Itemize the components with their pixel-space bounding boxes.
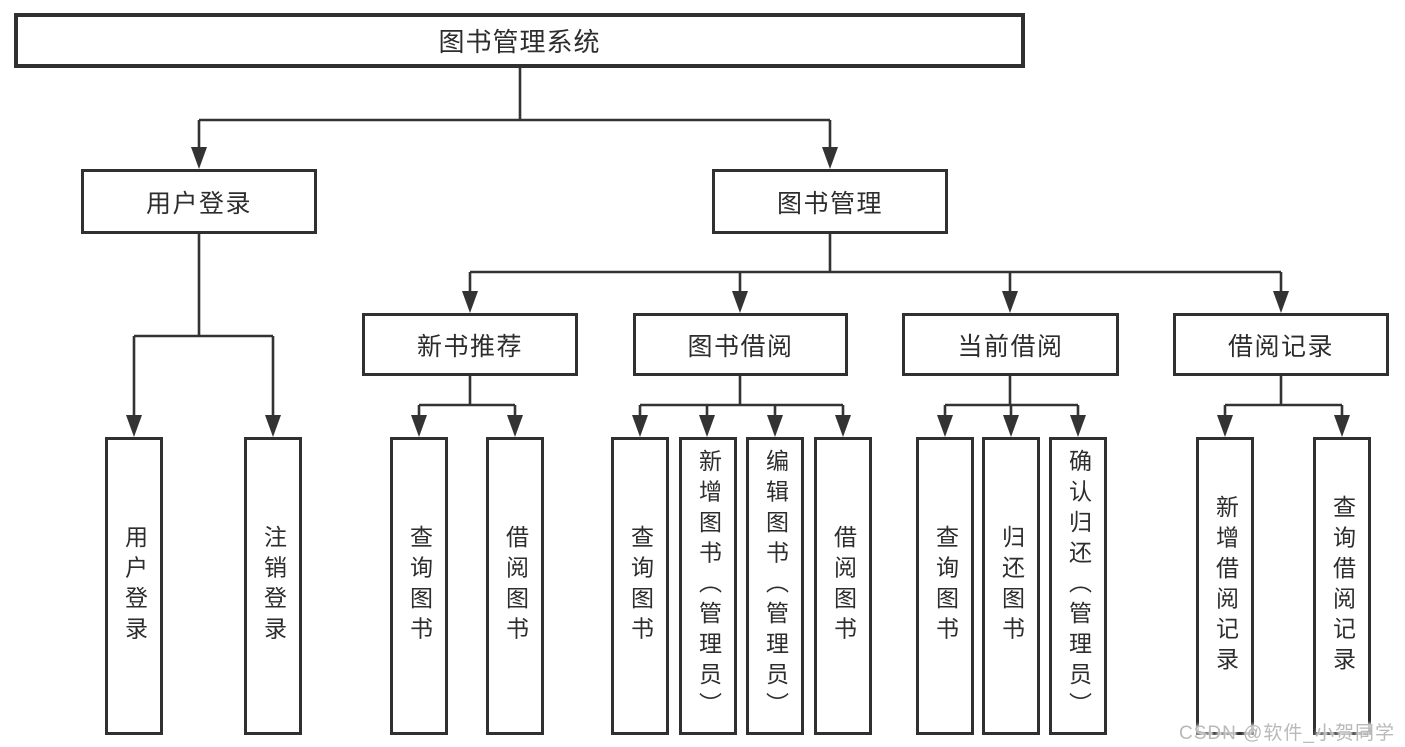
arrow-down-icon [822, 147, 838, 169]
leaf-nbr-query-books: 查询图书 [390, 437, 448, 735]
arrow-down-icon [1334, 415, 1350, 437]
leaf-label: 查询图书 [627, 525, 654, 647]
leaf-label: 确认归还（管理员） [1065, 449, 1092, 723]
leaf-label: 归还图书 [998, 525, 1025, 647]
leaf-nbr-borrow-books: 借阅图书 [486, 437, 544, 735]
arrow-down-icon [1003, 415, 1019, 437]
leaf-br-query-record: 查询借阅记录 [1313, 437, 1371, 735]
arrow-down-icon [411, 415, 427, 437]
arrow-down-icon [1002, 291, 1018, 313]
arrow-down-icon [265, 415, 281, 437]
leaf-bb-add-book-admin: 新增图书（管理员） [679, 437, 737, 735]
leaf-label: 借阅图书 [502, 525, 529, 647]
arrow-down-icon [1273, 291, 1289, 313]
node-new-book-recommend: 新书推荐 [362, 313, 578, 376]
connector-paths [132, 68, 1344, 420]
arrow-down-icon [632, 415, 648, 437]
leaf-label: 编辑图书（管理员） [762, 449, 789, 723]
arrow-down-icon [191, 147, 207, 169]
leaf-label: 查询图书 [406, 525, 433, 647]
leaf-cb-return-books: 归还图书 [982, 437, 1040, 735]
leaf-label: 查询图书 [932, 525, 959, 647]
leaf-label: 借阅图书 [830, 525, 857, 647]
arrow-down-icon [507, 415, 523, 437]
leaf-label: 用户登录 [121, 525, 148, 647]
arrow-down-icon [767, 415, 783, 437]
leaf-label: 查询借阅记录 [1329, 494, 1356, 678]
watermark: CSDN @软件_小贺同学 [1179, 723, 1395, 744]
node-borrow-records: 借阅记录 [1173, 313, 1389, 376]
node-user-login: 用户登录 [81, 169, 317, 234]
leaf-br-add-record: 新增借阅记录 [1196, 437, 1254, 735]
node-library-system: 图书管理系统 [14, 13, 1025, 68]
leaf-label: 新增图书（管理员） [695, 449, 722, 723]
arrow-down-icon [1217, 415, 1233, 437]
arrow-down-icon [1070, 415, 1086, 437]
leaf-user-login: 用户登录 [105, 437, 163, 735]
arrow-down-icon [126, 415, 142, 437]
leaf-cb-query-books: 查询图书 [916, 437, 974, 735]
leaf-label: 新增借阅记录 [1212, 494, 1239, 678]
leaf-bb-borrow-books: 借阅图书 [814, 437, 872, 735]
node-current-borrow: 当前借阅 [902, 313, 1119, 376]
leaf-cb-confirm-return-admin: 确认归还（管理员） [1049, 437, 1107, 735]
leaf-logout: 注销登录 [244, 437, 302, 735]
leaf-bb-query-books: 查询图书 [611, 437, 669, 735]
arrow-down-icon [699, 415, 715, 437]
node-book-borrow: 图书借阅 [633, 313, 848, 376]
arrow-down-icon [835, 415, 851, 437]
leaf-bb-edit-book-admin: 编辑图书（管理员） [746, 437, 804, 735]
arrow-down-icon [937, 415, 953, 437]
arrow-down-icon [462, 291, 478, 313]
arrow-down-icon [732, 291, 748, 313]
leaf-label: 注销登录 [260, 525, 287, 647]
node-book-management: 图书管理 [712, 169, 948, 234]
